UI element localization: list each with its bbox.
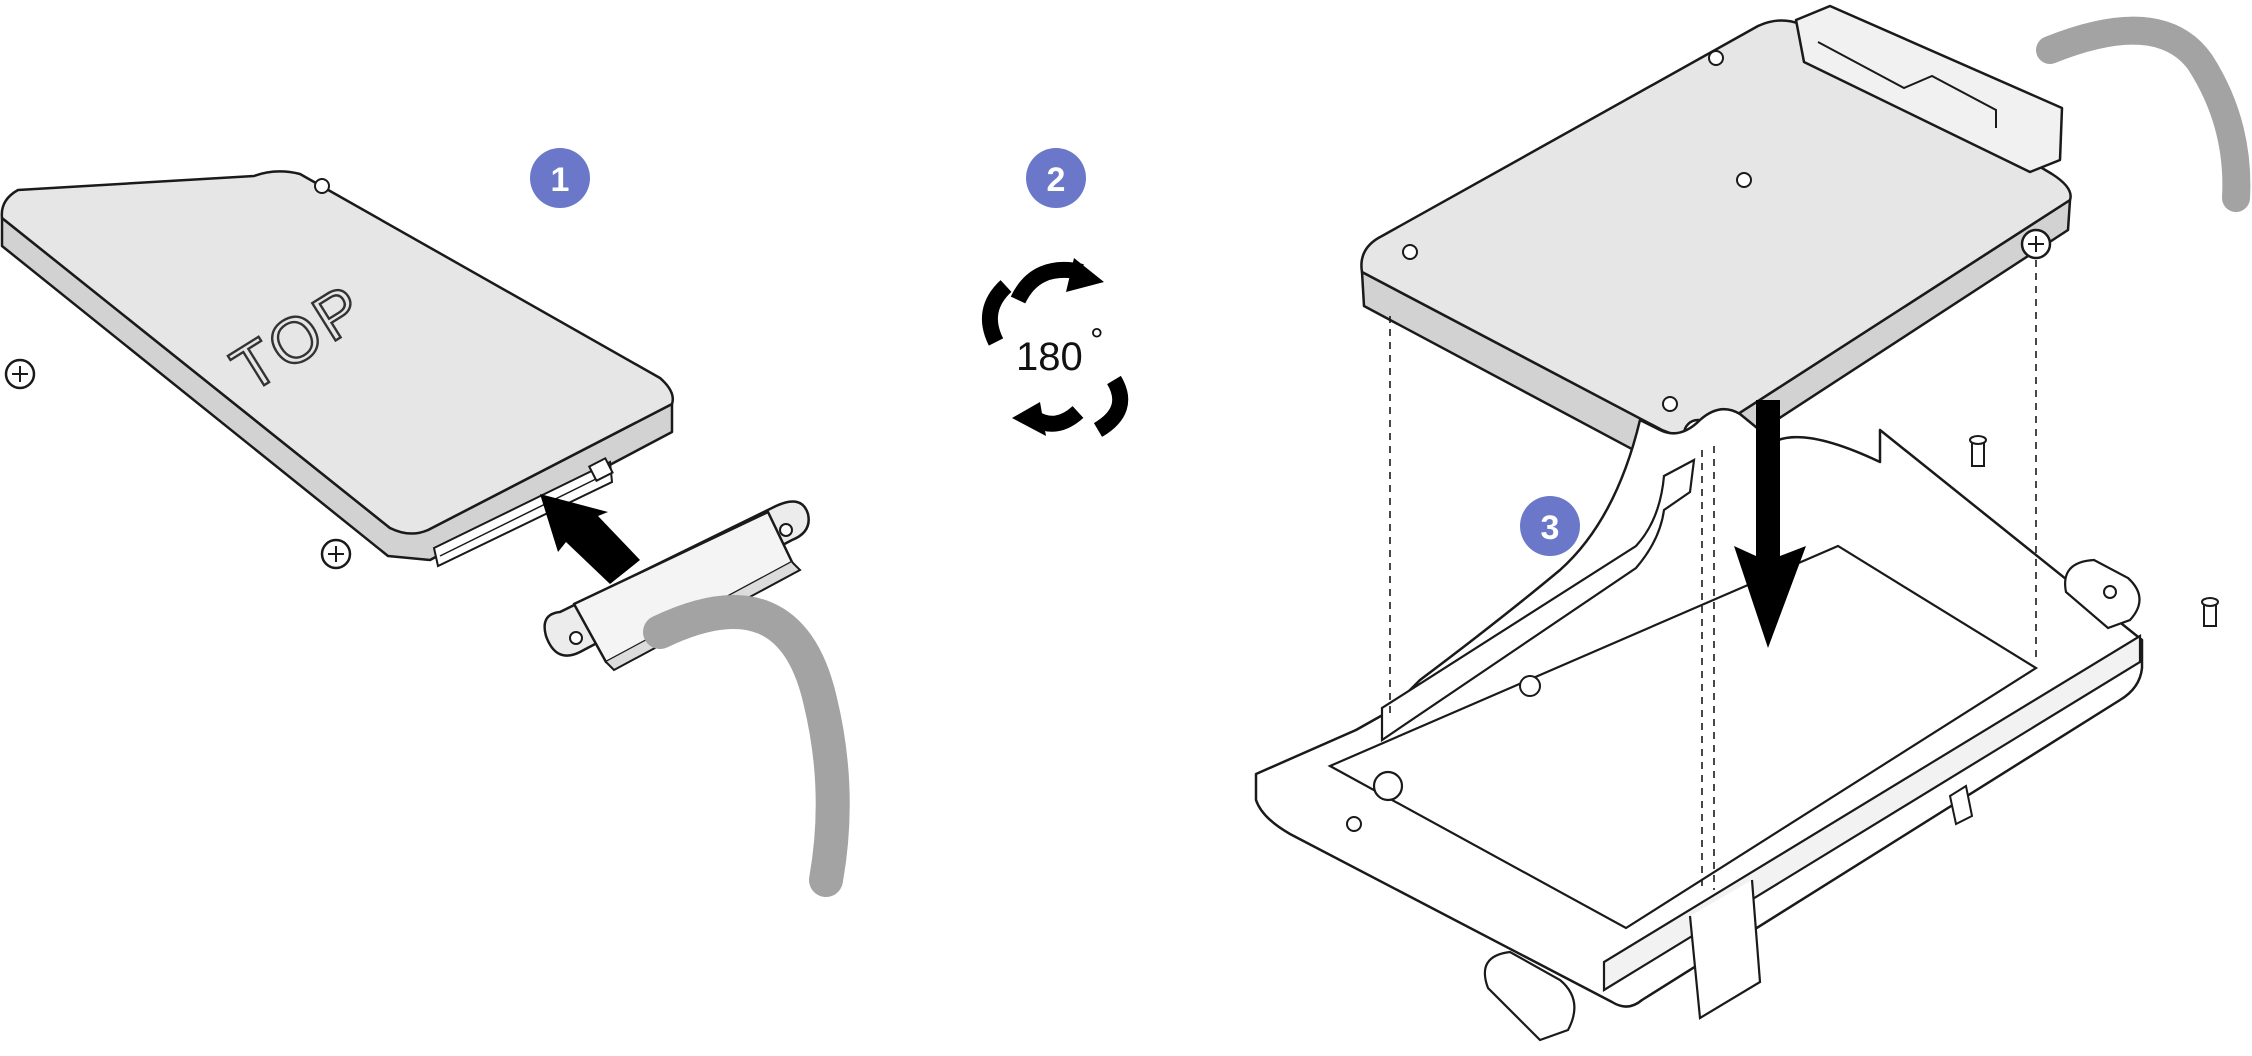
cable-right xyxy=(2036,16,2251,212)
step-3-group xyxy=(1254,4,2251,1042)
step-number: 3 xyxy=(1541,509,1560,547)
screw-icon xyxy=(4,358,36,390)
step-1-group: TOP xyxy=(0,170,850,897)
tray-opening xyxy=(1327,544,2039,930)
drive-left-top xyxy=(0,170,674,535)
step-badge-1: 1 xyxy=(530,148,590,208)
rotation-degree: ° xyxy=(1090,322,1104,360)
drive-sata-port xyxy=(432,460,614,568)
standoff-pin xyxy=(2201,597,2219,627)
step-number: 1 xyxy=(551,161,570,199)
tray-latch-right xyxy=(2064,558,2141,630)
rotation-label: 180 xyxy=(1016,335,1083,379)
alignment-lines xyxy=(1389,260,2037,890)
cable-left xyxy=(643,595,850,897)
push-arrow-icon xyxy=(540,494,640,584)
step-number: 2 xyxy=(1047,161,1066,199)
screw-icon xyxy=(2020,228,2052,260)
step-badge-2: 2 xyxy=(1026,148,1086,208)
standoff-pin xyxy=(1969,435,1987,467)
tray-latch-left xyxy=(1483,950,1576,1042)
screw-icon xyxy=(320,538,352,570)
tray-left-wall xyxy=(1380,458,1696,743)
rotate-180-icon: 180 ° xyxy=(982,258,1129,437)
down-arrow-icon xyxy=(1734,400,1806,648)
step-badge-3: 3 xyxy=(1520,496,1580,556)
drive-right-connector xyxy=(1794,4,2064,174)
